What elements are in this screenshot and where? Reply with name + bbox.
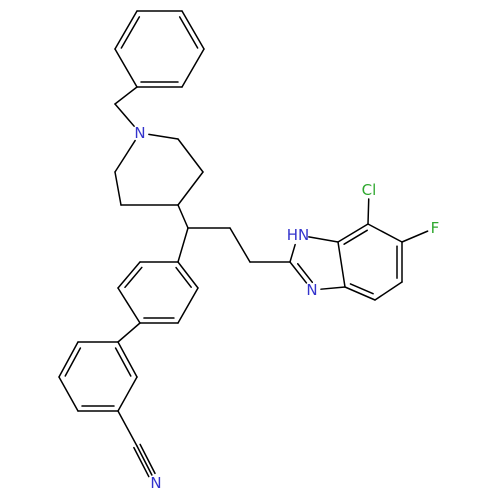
piperidine-bond [114,171,122,206]
middle-phenyl-ring-bond [117,287,141,324]
piperidine-ch-bond [177,204,189,229]
lower-phenyl-ring-bond [58,376,79,412]
benzyl-ch2-bond [114,86,138,105]
lower-phenyl-ring-double-bond [64,347,82,377]
chain-bond [229,227,251,263]
benzo-ring-bond [374,281,403,301]
c-f-bond [401,230,429,243]
imidazole-bond [320,286,346,290]
middle-phenyl-ring-double-bond [175,266,192,288]
imidazole-bond [289,261,308,284]
piperidine-bond [177,171,204,206]
benzo-ring-bond [367,223,403,243]
middle-phenyl-ring-bond [177,261,199,289]
benzyl-phenyl-ring-double-bond [178,16,199,49]
benzyl-phenyl-ring-bond [114,10,138,50]
atom-label-piperidine-nitrogen: N [134,124,145,142]
benzo-ring-bond [337,223,369,243]
piperidine-bond [148,133,179,140]
benzo-ring-bond [337,241,346,288]
benzo-ring-bond [344,286,376,301]
benzo-double-bond [349,283,374,295]
piperidine-bond [177,138,204,173]
benzyl-phenyl-ring-bond [114,48,138,88]
piperidine-bond [114,139,136,173]
bonds [58,10,429,478]
benzyl-phenyl-ring-double-bond [120,16,141,49]
atom-label-imidazole-nh: HN [287,226,310,244]
imidazole-bond [289,243,296,263]
middle-phenyl-ring-bond [117,261,141,289]
c-cl-bond [367,198,370,225]
ch-phenyl-bond [177,227,189,263]
lower-phenyl-ring-bond [117,341,138,378]
imidazole-double-bond [296,263,314,284]
nitrile-triple-bond [133,446,150,478]
middle-phenyl-ring-bond [177,287,199,324]
atom-label-chlorine: Cl [362,181,377,199]
nitrile-triple-bond [139,443,156,475]
atom-label-imidazole-nitrogen: N [306,281,317,299]
benzyl-phenyl-ring-bond [181,10,205,50]
biphenyl-bond [117,322,141,343]
aryl-nitrile-bond [117,410,138,447]
benzyl-phenyl-ring-bond [181,48,205,88]
imidazole-bond [308,236,339,243]
atom-label-nitrile-nitrogen: N [150,474,161,492]
benzo-double-bond [343,229,368,245]
lower-phenyl-ring-bond [117,376,138,412]
lower-phenyl-ring-bond [58,341,79,378]
atom-label-fluorine: F [431,219,440,237]
atom-labels: N HN N Cl F N [134,124,439,492]
ch2-n-bond [114,103,135,127]
nitrile-triple-bond [136,445,153,476]
lower-phenyl-ring-double-bond [114,347,132,377]
middle-phenyl-ring-double-bond [124,266,143,289]
